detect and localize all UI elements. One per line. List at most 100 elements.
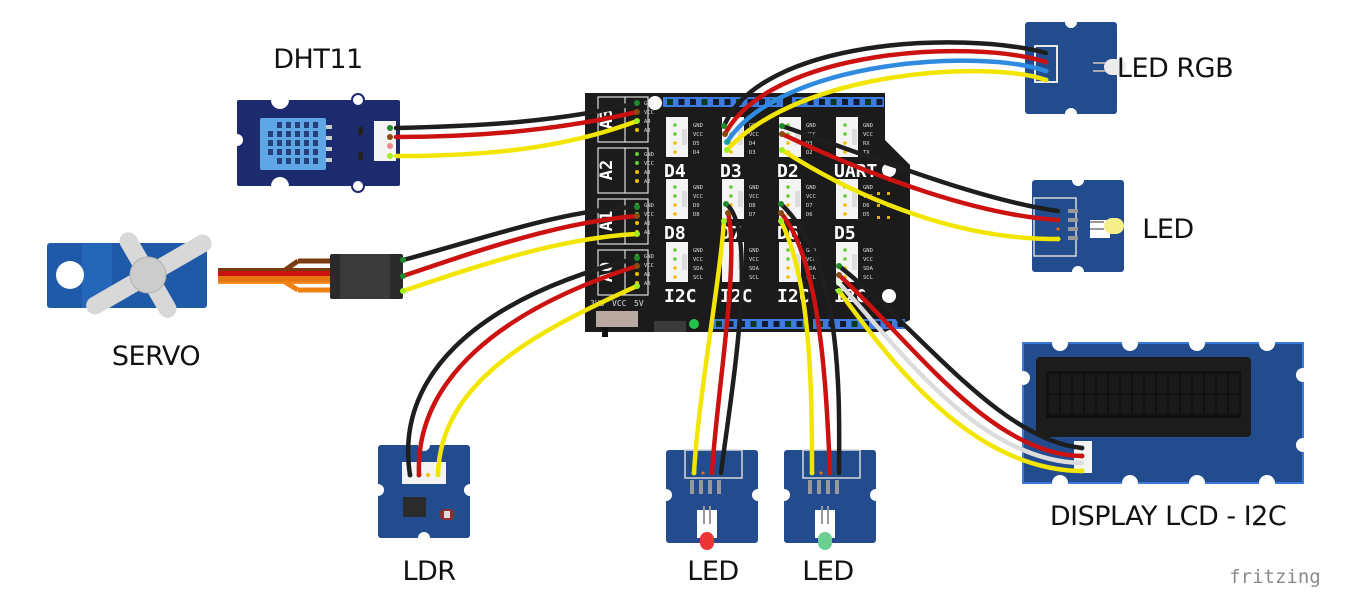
pin-label: VCC <box>693 194 703 200</box>
sensor-grid-cell <box>313 149 318 155</box>
pin-label: D4 <box>749 141 756 147</box>
wire-endpoint <box>721 218 727 224</box>
ldr-module[interactable] <box>372 439 476 544</box>
pin-label: VCC <box>863 132 873 138</box>
wire-endpoint <box>634 263 640 269</box>
lcd-display-module[interactable] <box>1016 335 1310 491</box>
pin-dot <box>673 275 677 279</box>
pin-dot <box>673 212 677 216</box>
lcd-char-cell <box>1109 374 1119 393</box>
pin-label: D5 <box>863 212 870 218</box>
wire-servo-signal[interactable] <box>400 231 640 294</box>
wire-ldr-signal[interactable] <box>435 283 640 478</box>
header-pin <box>876 99 883 105</box>
pin-label: D3 <box>806 141 813 147</box>
wire-led-yellow-signal[interactable] <box>779 147 1061 242</box>
port-connector <box>722 179 744 219</box>
wire-led-green-signal[interactable] <box>778 218 815 476</box>
port-connector <box>836 242 858 282</box>
lcd-char-cell <box>1205 374 1215 393</box>
pin-dot <box>635 161 639 165</box>
wire-rgb-signal[interactable] <box>724 68 1049 153</box>
header-pin <box>667 99 673 105</box>
wire-endpoint <box>836 288 842 294</box>
wire-dht11-vcc[interactable] <box>393 109 640 140</box>
wire-rgb-blue[interactable] <box>724 58 1049 145</box>
wire-lcd-vcc[interactable] <box>836 272 1085 459</box>
analog-port-label: A2 <box>597 160 617 180</box>
pin-dot <box>786 203 790 207</box>
wire-rgb-vcc[interactable] <box>722 48 1049 137</box>
wire-ldr-vcc[interactable] <box>416 263 640 478</box>
voltage-switch[interactable] <box>596 311 638 327</box>
wire-dht11-signal[interactable] <box>393 118 640 159</box>
lcd-char-cell <box>1217 395 1227 414</box>
pin-label: RX <box>863 141 870 147</box>
wire-led-red-signal[interactable] <box>691 218 727 476</box>
wire-led-yellow-gnd[interactable] <box>779 123 1061 214</box>
pin-label: VCC <box>693 132 703 138</box>
wire-servo-vcc[interactable] <box>400 213 640 279</box>
pin-label: GND <box>863 248 873 254</box>
pin-label: A4 <box>644 119 651 125</box>
header-pin <box>727 321 734 327</box>
led-yellow-module[interactable] <box>1032 174 1124 278</box>
pin-dot <box>635 272 639 276</box>
port-connector <box>666 179 688 219</box>
pin-label: D5 <box>693 141 700 147</box>
wire-led-green-vcc[interactable] <box>778 210 833 476</box>
wire-endpoint <box>400 273 406 279</box>
reset-button[interactable] <box>654 321 686 332</box>
wire-endpoint <box>836 272 842 278</box>
pin-label: D6 <box>863 203 870 209</box>
wire-endpoint <box>778 218 784 224</box>
header-pin <box>865 99 871 105</box>
wire-endpoint <box>778 210 784 216</box>
lcd-char-cell <box>1097 395 1107 414</box>
wire-led-green-gnd[interactable] <box>778 201 842 476</box>
pin-dot <box>843 257 847 261</box>
wire-endpoint <box>778 201 784 207</box>
pin-dot <box>786 141 790 145</box>
wire-led-red-vcc[interactable] <box>709 210 734 476</box>
pin-dot <box>673 141 677 145</box>
wire-dht11-gnd[interactable] <box>393 100 640 131</box>
voltage-label: VCC <box>612 299 627 308</box>
wire-led-red-gnd[interactable] <box>718 201 745 476</box>
wire-servo-gnd[interactable] <box>400 204 640 263</box>
wire-lcd-sda[interactable] <box>836 280 1085 466</box>
digital-port-label: I2C <box>664 286 697 307</box>
pin-dot <box>786 248 790 252</box>
lcd-char-cell <box>1049 395 1059 414</box>
pin-label: GND <box>693 185 703 191</box>
ldr-label: LDR <box>402 556 455 587</box>
led-rgb-label: LED RGB <box>1117 53 1233 84</box>
port-latch <box>852 129 857 145</box>
servo-motor[interactable] <box>47 229 403 321</box>
wire-rgb-gnd[interactable] <box>721 40 1049 129</box>
dht11-module[interactable] <box>231 91 400 195</box>
pin-label: D7 <box>806 203 813 209</box>
digital-port-label: D3 <box>720 161 742 182</box>
pin-label: D3 <box>749 150 756 156</box>
wire-ldr-gnd[interactable] <box>405 255 640 478</box>
wire-led-yellow-vcc[interactable] <box>779 131 1061 223</box>
led-rgb-module[interactable] <box>1025 16 1126 120</box>
wire-lcd-gnd[interactable] <box>836 263 1085 451</box>
dht11-label: DHT11 <box>273 44 362 75</box>
led-red-module[interactable] <box>660 449 764 550</box>
pin-label: A3 <box>644 128 651 134</box>
sensor-grid-cell <box>304 149 309 155</box>
lcd-char-cell <box>1133 374 1143 393</box>
wire-lcd-scl[interactable] <box>836 288 1085 474</box>
pin-dot <box>786 194 790 198</box>
header-pin <box>762 321 768 327</box>
led-green-module[interactable] <box>778 449 882 550</box>
header-pin <box>690 99 696 105</box>
sensor-grid-cell <box>304 131 309 137</box>
sensor-grid-cell <box>268 140 273 146</box>
